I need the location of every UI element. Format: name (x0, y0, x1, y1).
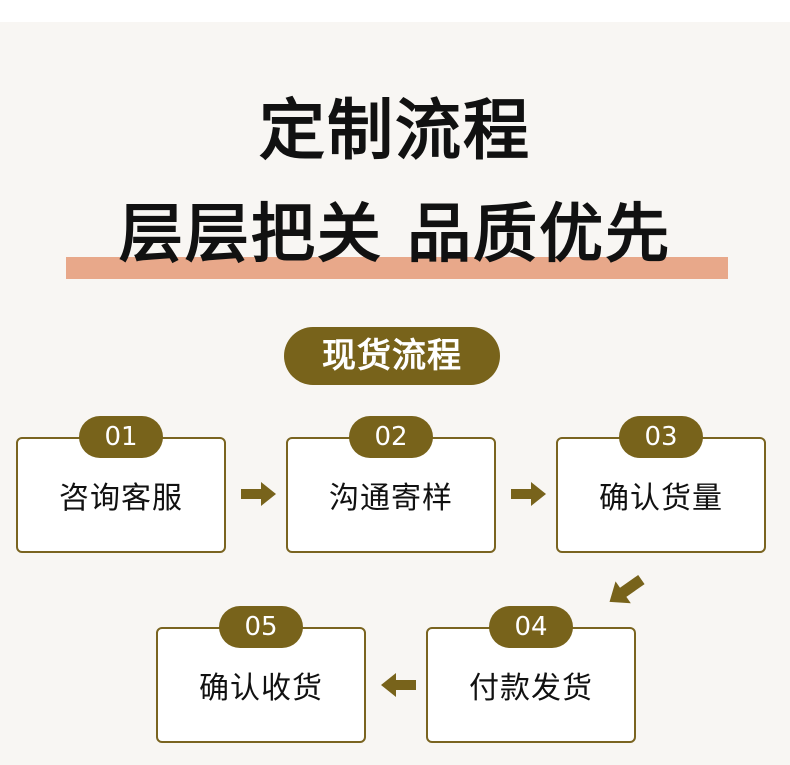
title-highlight-bar (66, 257, 728, 279)
step-number-badge: 04 (489, 606, 573, 648)
step-label: 确认收货 (199, 671, 323, 706)
step-number-badge: 01 (79, 416, 163, 458)
step-number-badge: 05 (219, 606, 303, 648)
arrow-down-left-icon (609, 574, 645, 604)
arrow-right-icon (511, 482, 546, 506)
step-card-4: 04 付款发货 (426, 606, 636, 743)
page-title: 定制流程 (259, 92, 531, 169)
arrow-left-icon (381, 673, 416, 697)
page-subtitle: 层层把关 品质优先 (118, 198, 672, 272)
step-number-badge: 02 (349, 416, 433, 458)
step-card-3: 03 确认货量 (556, 416, 766, 553)
arrow-right-icon (241, 482, 276, 506)
step-card-5: 05 确认收货 (156, 606, 366, 743)
step-card-2: 02 沟通寄样 (286, 416, 496, 553)
page-background (0, 22, 790, 765)
step-label: 付款发货 (469, 671, 593, 706)
step-label: 确认货量 (599, 481, 723, 516)
section-title-pill: 现货流程 (284, 327, 500, 385)
step-label: 咨询客服 (59, 481, 183, 516)
step-label: 沟通寄样 (329, 481, 453, 516)
step-number-badge: 03 (619, 416, 703, 458)
step-card-1: 01 咨询客服 (16, 416, 226, 553)
